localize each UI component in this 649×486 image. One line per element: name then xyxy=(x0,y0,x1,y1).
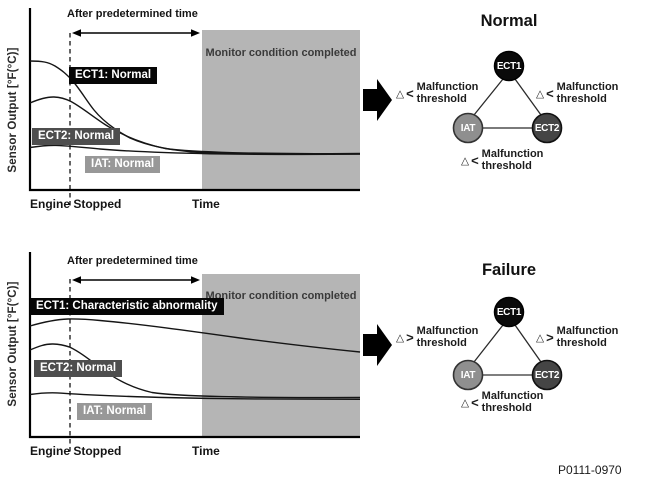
triangle-delta-icon: △ xyxy=(536,87,545,100)
span-arrowhead-right-icon xyxy=(191,276,200,284)
monitor-region-top xyxy=(202,30,360,191)
triangle-delta-icon: △ xyxy=(396,331,405,344)
x-label-time: Time xyxy=(192,444,220,458)
threshold-text: Malfunction threshold xyxy=(481,390,544,414)
monitor-region-bottom xyxy=(202,274,360,438)
curve-ect1-bottom xyxy=(29,318,361,353)
node-iat-circle-bottom xyxy=(452,359,484,391)
monitor-region-label: Monitor condition completed xyxy=(205,47,357,59)
curve-iat-bottom xyxy=(29,392,361,400)
threshold-label-left: △ > Malfunction threshold xyxy=(396,325,479,349)
threshold-label-right: △ > Malfunction threshold xyxy=(536,325,619,349)
curve-ect2-top xyxy=(29,96,361,155)
edge-ect1-iat-bottom xyxy=(473,324,504,363)
triangle-delta-icon: △ xyxy=(396,87,405,100)
comparator-glyph: < xyxy=(546,86,554,101)
edge-ect1-ect2-bottom xyxy=(514,324,542,363)
node-ect2-circle-top xyxy=(531,112,563,144)
curve-ect1-top xyxy=(29,60,361,155)
span-arrowhead-right-icon xyxy=(191,29,200,37)
figure-code: P0111-0970 xyxy=(558,463,622,477)
threshold-label-bottom: △ < Malfunction threshold xyxy=(461,390,544,414)
threshold-label-bottom: △ < Malfunction threshold xyxy=(461,148,544,172)
span-arrowhead-left-icon xyxy=(72,29,81,37)
series-badge-ect2: ECT2: Normal xyxy=(32,128,121,145)
x-label-time: Time xyxy=(192,197,220,211)
comparator-glyph: < xyxy=(406,86,414,101)
node-iat-circle-top xyxy=(452,112,484,144)
triangle-delta-icon: △ xyxy=(461,154,470,167)
flow-arrow-icon-bottom xyxy=(363,324,392,366)
threshold-text: Malfunction threshold xyxy=(416,81,479,105)
x-label-engine-stopped: Engine Stopped xyxy=(30,444,122,458)
comparator-glyph: < xyxy=(471,395,479,410)
after-time-label: After predetermined time xyxy=(67,8,198,20)
triangle-delta-icon: △ xyxy=(536,331,545,344)
triangle-delta-icon: △ xyxy=(461,396,470,409)
diagram-title-failure: Failure xyxy=(481,261,537,279)
series-badge-ect1: ECT1: Normal xyxy=(69,67,158,84)
curve-iat-top xyxy=(29,144,361,156)
diagram-title-normal: Normal xyxy=(480,12,538,30)
flow-arrow-icon-top xyxy=(363,79,392,121)
threshold-label-right: △ < Malfunction threshold xyxy=(536,81,619,105)
series-badge-ect1: ECT1: Characteristic abnormality xyxy=(30,298,224,315)
comparator-glyph: > xyxy=(546,330,554,345)
node-ect1-circle-bottom xyxy=(493,296,525,328)
axes-top xyxy=(28,8,360,192)
node-ect1-circle-top xyxy=(493,50,525,82)
y-axis-label: Sensor Output [°F(°C)] xyxy=(7,47,19,173)
threshold-text: Malfunction threshold xyxy=(416,325,479,349)
x-label-engine-stopped: Engine Stopped xyxy=(30,197,122,211)
threshold-label-left: △ < Malfunction threshold xyxy=(396,81,479,105)
monitor-region-label: Monitor condition completed xyxy=(205,290,357,302)
edge-ect1-ect2-top xyxy=(514,78,542,116)
node-ect2-circle-bottom xyxy=(531,359,563,391)
comparator-glyph: > xyxy=(406,330,414,345)
series-badge-iat: IAT: Normal xyxy=(77,403,153,420)
threshold-text: Malfunction threshold xyxy=(556,81,619,105)
y-axis-label: Sensor Output [°F(°C)] xyxy=(7,281,19,407)
span-arrowhead-left-icon xyxy=(72,276,81,284)
comparator-glyph: < xyxy=(471,153,479,168)
series-badge-ect2: ECT2: Normal xyxy=(34,360,123,377)
threshold-text: Malfunction threshold xyxy=(481,148,544,172)
edge-ect1-iat-top xyxy=(473,78,504,116)
threshold-text: Malfunction threshold xyxy=(556,325,619,349)
after-time-label: After predetermined time xyxy=(67,255,198,267)
series-badge-iat: IAT: Normal xyxy=(85,156,161,173)
